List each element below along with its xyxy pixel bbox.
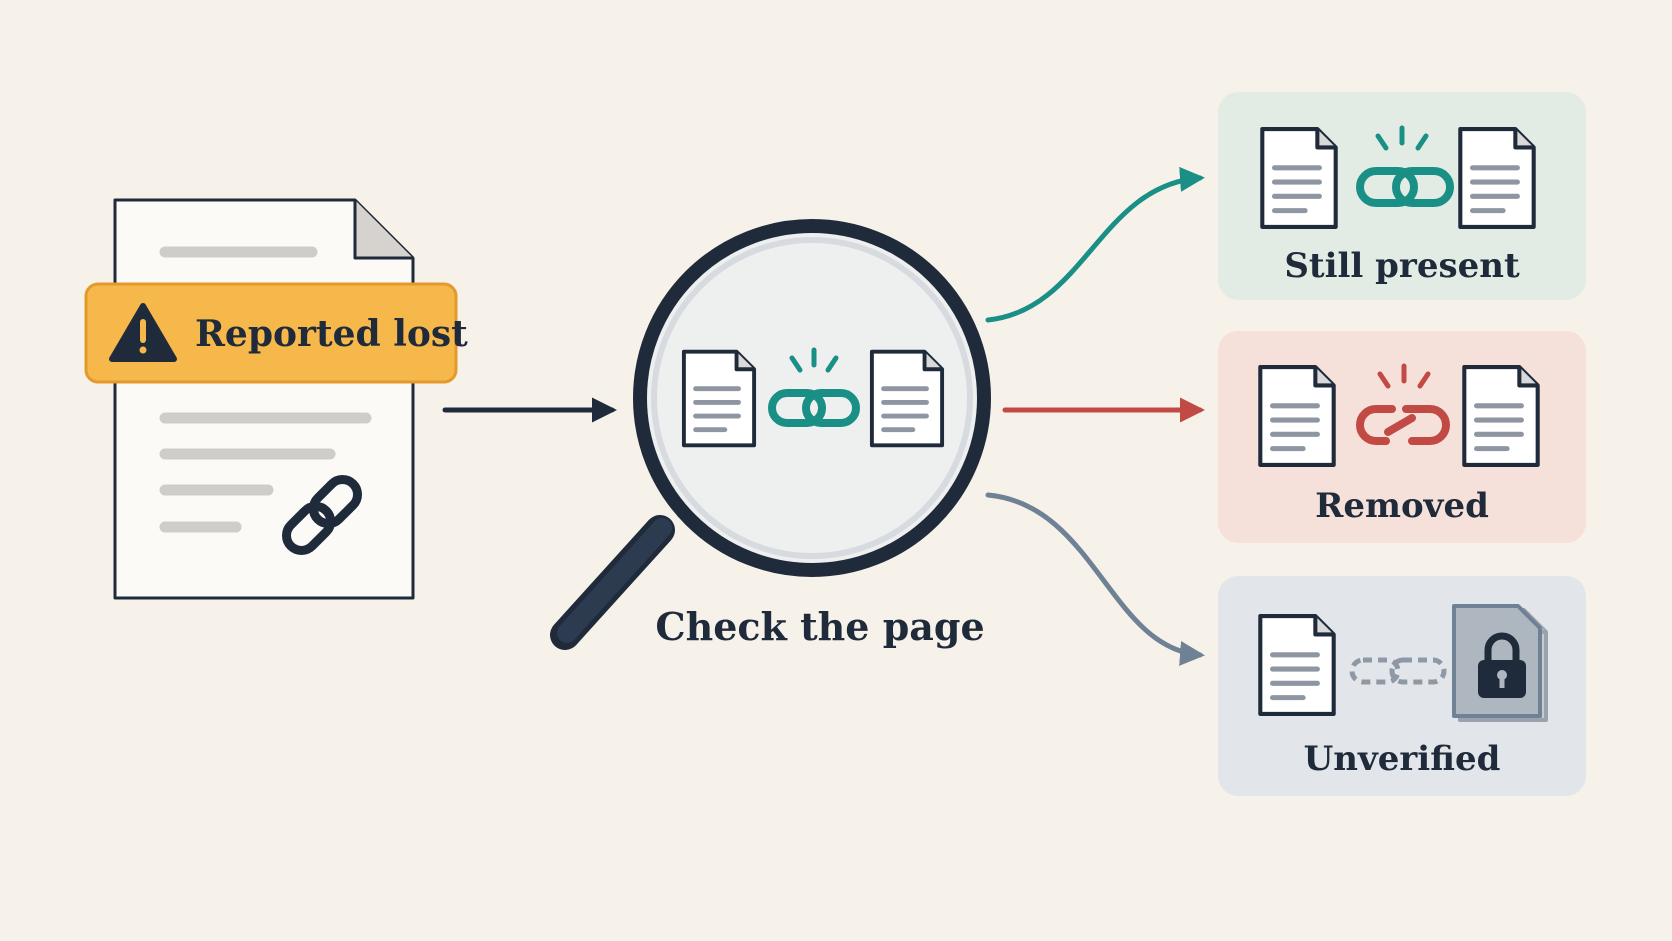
outcome-card-unverified: Unverified xyxy=(1218,576,1586,796)
outcome-label-unverified: Unverified xyxy=(1304,739,1501,779)
intact-link-icon xyxy=(768,347,860,427)
arrow-to-present xyxy=(985,166,1205,323)
outcome-label-present: Still present xyxy=(1284,246,1520,286)
check-label: Check the page xyxy=(655,604,984,649)
intact-link-icon xyxy=(1356,125,1454,207)
magnifier-icon xyxy=(550,219,991,650)
arrow-to-unverified xyxy=(985,492,1205,666)
outcome-label-removed: Removed xyxy=(1315,486,1489,526)
dashed-link-icon xyxy=(1349,657,1447,685)
broken-link-icon xyxy=(1356,363,1450,445)
outcome-card-removed: Removed xyxy=(1218,331,1586,543)
warning-icon xyxy=(109,303,177,362)
reported-lost-badge: Reported lost xyxy=(84,282,468,384)
badge-label: Reported lost xyxy=(195,313,468,355)
outcome-card-present: Still present xyxy=(1218,92,1586,300)
source-document xyxy=(113,198,415,600)
locked-page-icon xyxy=(1452,604,1548,722)
